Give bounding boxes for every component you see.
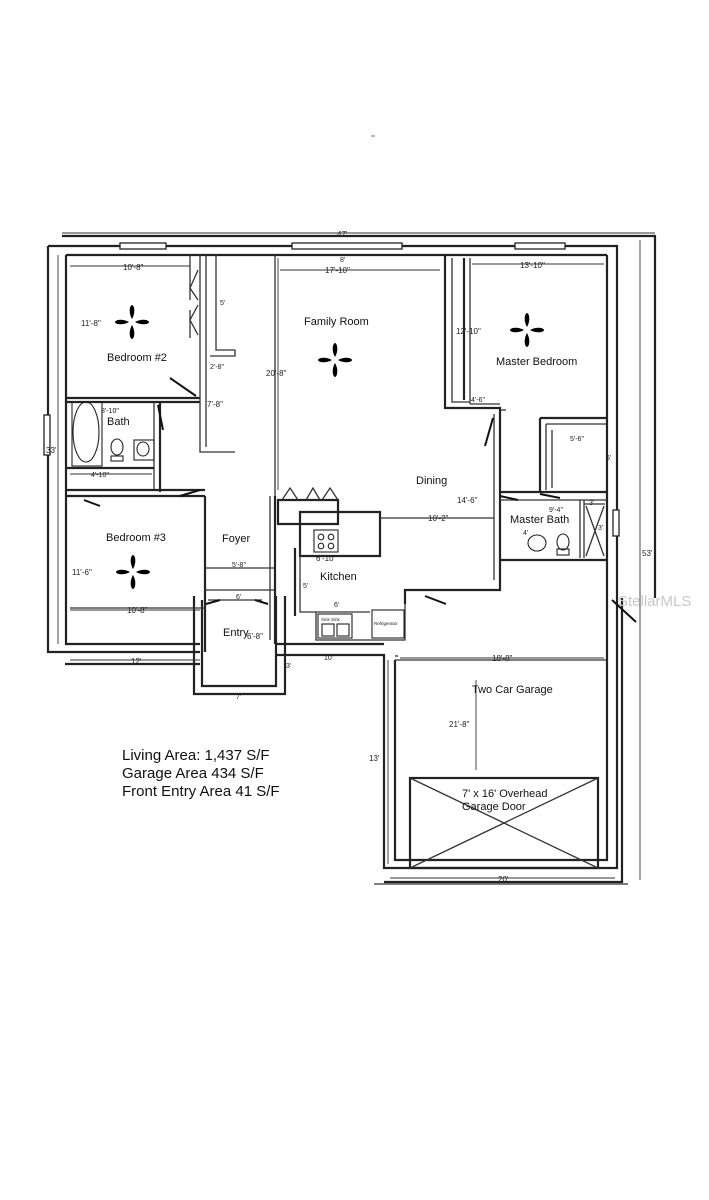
dim-window-width: 8' (340, 257, 345, 264)
dim-hall-length: 7'-8" (207, 400, 223, 409)
dim-kitchen-width: 6'-10" (316, 554, 337, 563)
area-front-entry: Front Entry Area 41 S/F (122, 783, 280, 800)
dim-master-closet-width: 4'-6" (471, 397, 485, 404)
dim-master-width: 13'-10" (520, 261, 545, 270)
room-label-kitchen: Kitchen (320, 571, 357, 583)
dim-bath-width: 8'-10" (101, 408, 119, 415)
dim-dining-depth: 14'-6" (457, 496, 478, 505)
doors (83, 377, 637, 623)
dim-overall-depth-right: 53' (642, 549, 653, 558)
refrigerator-label: Refrigerator (374, 621, 398, 626)
dim-bed3-depth: 11'-6" (72, 568, 92, 577)
ceiling-fan-icon (318, 343, 352, 377)
room-label-entry: Entry (223, 627, 249, 639)
dim-family-depth: 20'-8" (266, 369, 287, 378)
ceiling-fan-icon (116, 555, 150, 589)
dim-master-bath-vanity: 4' (523, 530, 528, 537)
ceiling-fan-icon (115, 305, 149, 339)
dim-bed3-width: 10'-8" (127, 606, 148, 615)
room-label-garage: Two Car Garage (472, 684, 553, 696)
windows (43, 242, 620, 537)
dim-kitchen-rear: 10' (324, 655, 333, 662)
overhead-door-label-1: 7' x 16' Overhead (462, 788, 548, 800)
sink-label: Sink Sink (321, 617, 341, 622)
watermark: StellarMLS (618, 593, 691, 610)
dim-overall-depth-left: 33' (46, 446, 57, 455)
dim-master-bath-width: 9'-4" (549, 507, 563, 514)
room-label-master-bath: Master Bath (510, 514, 569, 526)
ceiling-fan-icon (510, 313, 544, 347)
area-garage: Garage Area 434 S/F (122, 765, 264, 782)
entry-walls (192, 596, 287, 696)
dim-overall-width: 47' (337, 230, 348, 239)
dim-entry-depth: 6'-8" (247, 632, 263, 641)
exterior-walls (46, 234, 657, 885)
dim-bath-length: 4'-10" (91, 472, 109, 479)
area-living: Living Area: 1,437 S/F (122, 747, 270, 764)
dim-kitchen-bottom: 6' (334, 602, 339, 609)
dim-foyer-width: 5'-8" (232, 562, 246, 569)
room-label-dining: Dining (416, 475, 447, 487)
dimension-lines (57, 232, 655, 880)
dim-garage-depth: 21'-8" (449, 720, 470, 729)
room-label-family-room: Family Room (304, 316, 369, 328)
dim-entry-bottom: 7' (236, 694, 241, 701)
dim-family-width: 17'-10" (325, 266, 350, 275)
dim-hall-width: 2'-8" (210, 364, 224, 371)
dim-master-bath-shower: 3' (598, 525, 603, 532)
room-label-bath: Bath (107, 416, 130, 428)
dim-kitchen-side: 5' (303, 583, 308, 590)
interior-walls (66, 254, 607, 661)
dim-dining-width: 10'-2" (428, 514, 449, 523)
dim-master-bath-small: 3' (589, 500, 594, 507)
dim-garage-width: 18'-8" (492, 654, 513, 663)
dim-entry-top: 6' (236, 594, 241, 601)
stove-icon (313, 529, 339, 553)
dim-entry-side: 3' (286, 663, 291, 670)
dim-walkin-width: 5'-6" (570, 436, 584, 443)
sink-icon: Sink Sink (317, 613, 353, 639)
dim-master-depth: 12'-10" (456, 327, 481, 336)
room-label-master-bedroom: Master Bedroom (496, 356, 577, 368)
overhead-garage-door (408, 776, 600, 870)
room-label-foyer: Foyer (222, 533, 250, 545)
overhead-door-label-2: Garage Door (462, 801, 526, 813)
dim-front-width: 12' (131, 657, 142, 666)
dim-walkin-depth: 6' (606, 455, 611, 462)
bath-fixtures (71, 401, 570, 556)
dim-garage-front: 20' (498, 875, 509, 884)
room-label-bedroom-2: Bedroom #2 (107, 352, 167, 364)
room-label-bedroom-3: Bedroom #3 (106, 532, 166, 544)
dim-bed2-depth: 11'-8" (81, 319, 101, 328)
dim-garage-side: 13' (369, 754, 380, 763)
dim-bed2-width: 10'-8" (123, 263, 144, 272)
refrigerator-icon: Refrigerator (371, 609, 405, 639)
dim-closet-depth: 5' (220, 300, 225, 307)
